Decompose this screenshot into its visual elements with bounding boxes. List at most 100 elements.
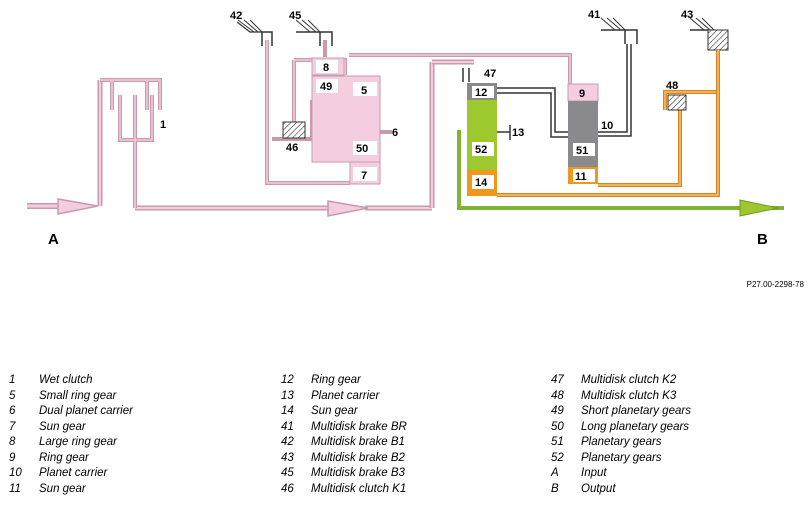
clutch-k2 — [462, 68, 573, 138]
legend-row: 9 Ring gear — [9, 451, 133, 467]
input-label: A — [48, 231, 59, 248]
brake-b2 — [689, 17, 729, 51]
wet-clutch — [100, 78, 162, 208]
legend-text: Short planetary gears — [581, 405, 691, 417]
label-43: 43 — [681, 9, 693, 21]
legend-number: 7 — [9, 420, 16, 433]
label-41: 41 — [588, 9, 600, 21]
legend-text: Planet carrier — [311, 389, 380, 402]
output-arrow — [739, 199, 779, 217]
label-6: 6 — [392, 127, 398, 139]
legend-text: Small ring gear — [39, 389, 117, 402]
label-9: 9 — [579, 88, 585, 100]
legend-text: Output — [581, 482, 616, 495]
legend-number: 6 — [9, 405, 16, 417]
legend-row: 48 Multidisk clutch K3 — [551, 389, 691, 405]
legend-row: B Output — [551, 482, 691, 498]
legend-text: Dual planet carrier — [39, 405, 133, 417]
legend-text: Planetary gears — [581, 451, 662, 464]
legend-row: 7 Sun gear — [9, 420, 133, 436]
planet-set-52-block — [467, 100, 497, 170]
legend-number: 43 — [281, 451, 294, 464]
label-11: 11 — [575, 171, 587, 183]
legend-number: 1 — [9, 374, 16, 386]
legend-row: 12 Ring gear — [281, 373, 407, 389]
brake-b3 — [295, 19, 333, 46]
legend-number: 52 — [551, 451, 564, 464]
legend-row: 49 Short planetary gears — [551, 404, 691, 420]
legend-number: 47 — [551, 374, 564, 386]
legend-text: Ring gear — [39, 451, 89, 464]
legend-row: 43 Multidisk brake B2 — [281, 451, 407, 467]
label-51: 51 — [576, 145, 588, 157]
label-49: 49 — [320, 81, 332, 93]
legend-row: 10 Planet carrier — [9, 466, 133, 482]
orange-shafts-inner — [497, 50, 719, 196]
legend-number: A — [551, 467, 559, 479]
label-1: 1 — [160, 119, 166, 131]
legend-number: 14 — [281, 405, 294, 417]
legend-row: 1 Wet clutch — [9, 373, 133, 389]
legend-number: 12 — [281, 374, 294, 386]
legend-number: 49 — [551, 405, 564, 417]
label-46: 46 — [286, 142, 298, 154]
wet-clutch-inner — [100, 79, 161, 208]
legend-number: 13 — [281, 389, 294, 402]
brake-b1 — [236, 19, 273, 46]
planet-carrier-13 — [497, 125, 511, 140]
flow-arrow — [327, 200, 369, 217]
clutch-k3 — [667, 94, 687, 111]
label-52: 52 — [475, 144, 487, 156]
legend-text: Wet clutch — [39, 374, 93, 386]
legend-text: Long planetary gears — [581, 420, 690, 433]
legend-number: 8 — [9, 436, 16, 448]
label-14: 14 — [475, 177, 488, 189]
legend-text: Multidisk brake B2 — [311, 451, 405, 464]
label-48: 48 — [666, 80, 678, 92]
legend-number: 11 — [9, 482, 21, 495]
label-8: 8 — [323, 62, 329, 74]
front-gearset-lines-inner — [266, 40, 571, 184]
legend-text: Sun gear — [39, 482, 86, 495]
legend-text: Planet carrier — [39, 467, 108, 479]
label-13: 13 — [512, 127, 524, 139]
legend-number: 42 — [281, 436, 294, 448]
legend-row: 13 Planet carrier — [281, 389, 407, 405]
legend-text: Ring gear — [311, 374, 361, 386]
legend-row: 5 Small ring gear — [9, 389, 133, 405]
label-10: 10 — [601, 120, 613, 132]
legend-number: 48 — [551, 389, 564, 402]
label-50: 50 — [356, 143, 368, 155]
legend-number: 46 — [281, 482, 294, 495]
legend-text: Sun gear — [39, 420, 86, 433]
label-42: 42 — [230, 10, 242, 22]
label-47: 47 — [484, 68, 496, 80]
clutch-k1 — [282, 121, 306, 139]
brake-br — [598, 17, 638, 137]
output-label: B — [757, 231, 768, 248]
legend-number: 10 — [9, 467, 22, 479]
label-5: 5 — [361, 85, 367, 97]
legend-row: A Input — [551, 466, 691, 482]
legend-number: 45 — [281, 467, 294, 479]
legend-number: 41 — [281, 420, 294, 433]
legend-text: Multidisk clutch K3 — [581, 389, 677, 402]
legend-text: Multidisk brake BR — [311, 420, 407, 433]
legend-row: 41 Multidisk brake BR — [281, 420, 407, 436]
label-12: 12 — [475, 87, 487, 99]
legend-number: 5 — [9, 389, 16, 402]
legend-number: 51 — [551, 436, 564, 448]
legend-number: 9 — [9, 451, 16, 464]
legend-row: 11 Sun gear — [9, 482, 133, 498]
legend-text: Input — [581, 467, 607, 479]
input-arrow — [57, 198, 99, 215]
label-45: 45 — [289, 10, 301, 22]
legend-number: B — [551, 482, 559, 495]
